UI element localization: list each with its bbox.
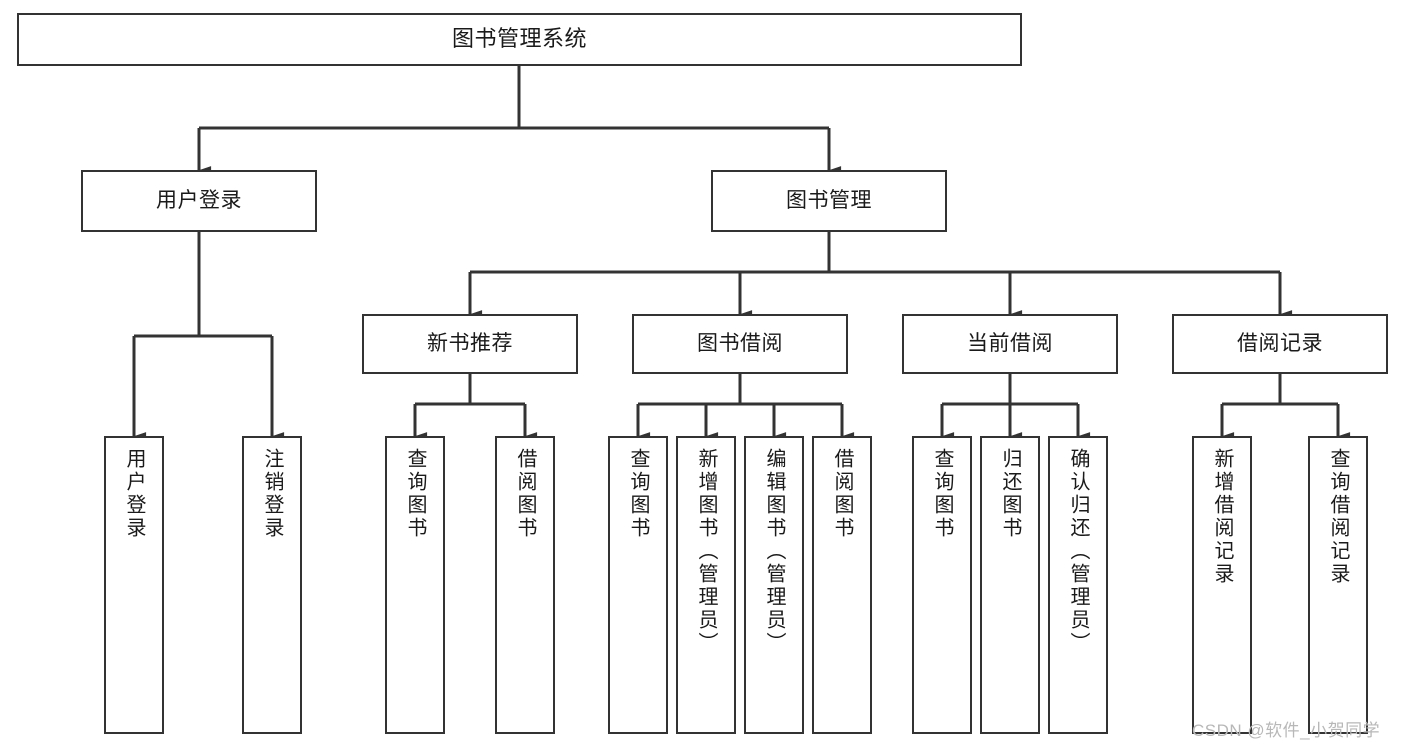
node-leaf-borrow-book-2[interactable]: 借阅图书: [812, 436, 872, 734]
node-book-borrow[interactable]: 图书借阅: [632, 314, 848, 374]
node-borrow-record[interactable]: 借阅记录: [1172, 314, 1388, 374]
node-leaf-borrow-book-2-label: 借阅图书: [831, 448, 853, 540]
node-book-borrow-label: 图书借阅: [697, 332, 783, 356]
node-leaf-edit-book[interactable]: 编辑图书（管理员）: [744, 436, 804, 734]
node-leaf-confirm-return[interactable]: 确认归还（管理员）: [1048, 436, 1108, 734]
csdn-watermark: CSDN @软件_小贺同学: [1192, 721, 1381, 740]
node-leaf-edit-book-label: 编辑图书（管理员）: [763, 448, 785, 655]
node-leaf-query-book-1[interactable]: 查询图书: [385, 436, 445, 734]
node-book-manage[interactable]: 图书管理: [711, 170, 947, 232]
node-leaf-confirm-return-label: 确认归还（管理员）: [1067, 448, 1089, 655]
node-book-manage-label: 图书管理: [786, 189, 872, 213]
node-leaf-query-book-2-label: 查询图书: [627, 448, 649, 540]
node-leaf-query-record[interactable]: 查询借阅记录: [1308, 436, 1368, 734]
node-leaf-logout[interactable]: 注销登录: [242, 436, 302, 734]
node-leaf-user-login-label: 用户登录: [123, 448, 145, 540]
node-current-borrow[interactable]: 当前借阅: [902, 314, 1118, 374]
node-new-book-rec-label: 新书推荐: [427, 332, 513, 356]
node-leaf-borrow-book-1-label: 借阅图书: [514, 448, 536, 540]
node-leaf-add-record-label: 新增借阅记录: [1211, 448, 1233, 586]
node-leaf-return-book-label: 归还图书: [999, 448, 1021, 540]
node-user-login[interactable]: 用户登录: [81, 170, 317, 232]
node-leaf-query-book-2[interactable]: 查询图书: [608, 436, 668, 734]
node-leaf-borrow-book-1[interactable]: 借阅图书: [495, 436, 555, 734]
node-borrow-record-label: 借阅记录: [1237, 332, 1323, 356]
node-current-borrow-label: 当前借阅: [967, 332, 1053, 356]
node-new-book-rec[interactable]: 新书推荐: [362, 314, 578, 374]
node-root-label: 图书管理系统: [451, 26, 587, 52]
node-leaf-query-book-3[interactable]: 查询图书: [912, 436, 972, 734]
node-leaf-logout-label: 注销登录: [261, 448, 283, 540]
node-leaf-add-book[interactable]: 新增图书（管理员）: [676, 436, 736, 734]
node-leaf-add-record[interactable]: 新增借阅记录: [1192, 436, 1252, 734]
node-leaf-query-book-1-label: 查询图书: [404, 448, 426, 540]
node-leaf-query-record-label: 查询借阅记录: [1327, 448, 1349, 586]
node-root[interactable]: 图书管理系统: [17, 13, 1022, 66]
node-leaf-return-book[interactable]: 归还图书: [980, 436, 1040, 734]
node-leaf-add-book-label: 新增图书（管理员）: [695, 448, 717, 655]
node-user-login-label: 用户登录: [156, 189, 242, 213]
node-leaf-user-login[interactable]: 用户登录: [104, 436, 164, 734]
node-leaf-query-book-3-label: 查询图书: [931, 448, 953, 540]
